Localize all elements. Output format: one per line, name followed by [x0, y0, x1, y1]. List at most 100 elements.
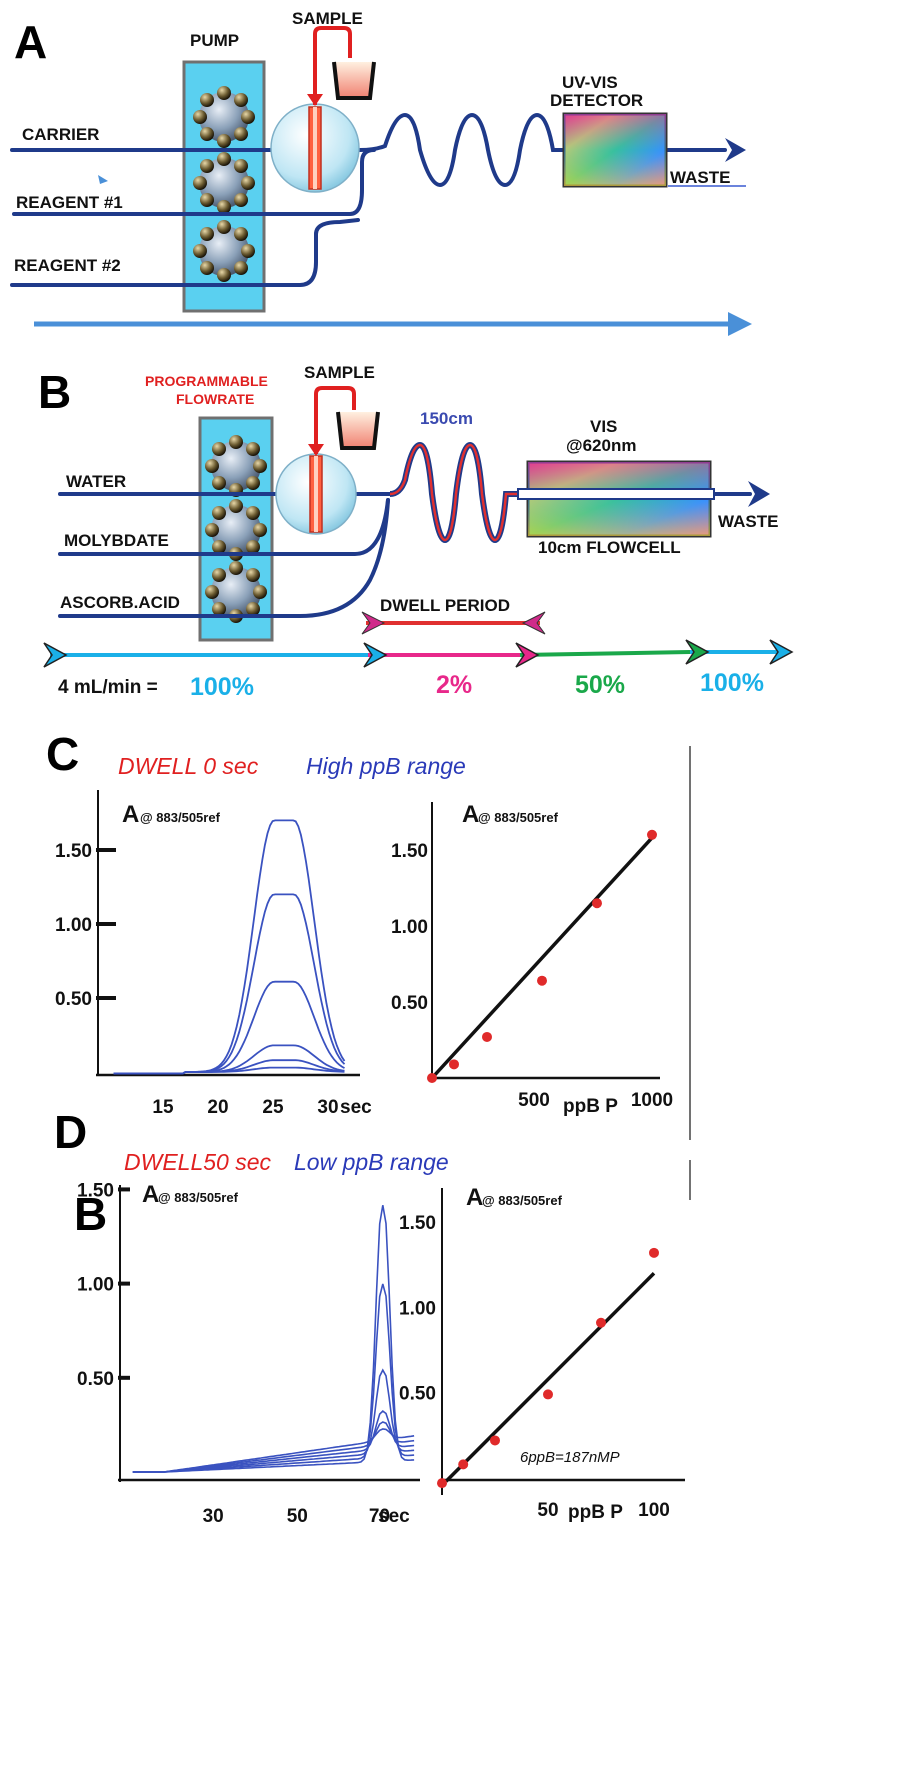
timeline-segment-3 [519, 650, 691, 657]
y-axis-label-sub: @ 883/505ref [140, 810, 221, 825]
x-unit: sec [378, 1506, 410, 1527]
flowcell-tube [517, 488, 715, 500]
sample-arrow-icon [307, 94, 323, 106]
panel-c: C DWELL 0 sec High ppB range A @ 883/505… [46, 728, 691, 1140]
flowrate-label-2: FLOWRATE [176, 391, 254, 407]
rate-prefix: 4 mL/min = [58, 677, 158, 698]
y-tick-label: 1.50 [391, 841, 428, 862]
pointer-icon [98, 175, 108, 184]
x-tick-label: 70 [369, 1506, 390, 1527]
panel-d: D DWELL50 sec Low ppB range B A @ 883/50… [54, 1106, 691, 1527]
y-tick-label: 1.00 [391, 917, 428, 938]
panel-b: B PROGRAMMABLE FLOWRATE SAMPLE 150cm VIS… [38, 363, 794, 701]
range-d: Low ppB range [294, 1149, 449, 1175]
line-label-ascorbic: ASCORB.ACID [60, 593, 180, 612]
pump-head-icon [193, 220, 255, 282]
panel-d-letter: D [54, 1106, 87, 1158]
panel-c-letter: C [46, 728, 79, 780]
time-arrow-head-icon [728, 312, 752, 336]
x-tick-label: 1000 [631, 1090, 673, 1111]
data-point [449, 1059, 459, 1070]
annotation: 6ppB=187nMP [520, 1449, 620, 1466]
y-tick-label: 0.50 [77, 1369, 114, 1390]
y-axis-label-sub: @ 883/505ref [478, 810, 559, 825]
line-label-reagent-1: REAGENT #1 [16, 193, 123, 212]
y-axis-label-main: A [462, 801, 479, 828]
x-tick-label: 100 [638, 1500, 670, 1521]
x-unit: ppB P [563, 1096, 618, 1117]
data-point [649, 1247, 659, 1258]
x-unit: ppB P [568, 1502, 623, 1523]
timeline-arrow-icon [43, 642, 68, 668]
sample-cup-icon [336, 411, 380, 450]
coil-label: 150cm [420, 409, 473, 428]
y-tick-label: 0.50 [399, 1384, 436, 1405]
data-point [592, 898, 602, 909]
pump-head-icon [205, 499, 267, 561]
data-point [482, 1031, 492, 1042]
y-axis-label-main: A [466, 1184, 483, 1211]
y-axis-label-main: A [142, 1181, 159, 1208]
rate-100-start: 100% [190, 673, 254, 701]
x-tick-label: 15 [152, 1097, 174, 1118]
pump-label: PUMP [190, 31, 239, 50]
sample-label-b: SAMPLE [304, 363, 375, 382]
ghost-letter: B [74, 1188, 107, 1240]
rate-50: 50% [575, 671, 625, 699]
dwell-label: DWELL PERIOD [380, 596, 510, 615]
line-label-molybdate: MOLYBDATE [64, 531, 169, 550]
y-tick-label: 1.00 [399, 1298, 436, 1319]
y-axis-label-sub: @ 883/505ref [482, 1193, 563, 1208]
timeline-arrow-icon [685, 639, 710, 665]
line-label-reagent-2: REAGENT #2 [14, 256, 121, 275]
detector-label-2: DETECTOR [550, 91, 643, 110]
peak-chart-d: A @ 883/505ref 0.50 1.00 1.50 30 50 70 sec [77, 1180, 420, 1527]
flow-arrow-icon [725, 138, 746, 162]
y-axis-label-main: A [122, 801, 139, 828]
waste-label-b: WASTE [718, 512, 778, 531]
x-tick-label: 25 [262, 1097, 284, 1118]
dwell-c: DWELL 0 sec [118, 753, 259, 779]
x-unit: sec [340, 1097, 372, 1118]
rate-100-end: 100% [700, 669, 764, 697]
panel-a: A PUMP SAMPLE UV-VIS DETECTOR WASTE CARR… [10, 9, 752, 336]
sample-arrow-icon [308, 444, 324, 456]
x-tick-label: 30 [203, 1506, 224, 1527]
y-tick-label: 1.00 [77, 1275, 114, 1296]
data-point [427, 1073, 437, 1083]
timeline-arrow-icon [769, 639, 794, 665]
y-axis-label-sub: @ 883/505ref [158, 1190, 239, 1205]
y-tick-label: 0.50 [55, 989, 92, 1010]
y-tick-label: 1.50 [77, 1180, 114, 1201]
data-point [437, 1478, 447, 1489]
line-label-water: WATER [66, 472, 126, 491]
data-point [458, 1459, 469, 1470]
timeline-arrow-icon [363, 642, 388, 668]
dwell-start-icon [361, 611, 386, 635]
dwell-end-icon [521, 611, 546, 635]
y-tick-label: 1.50 [55, 841, 92, 862]
peak-trace [113, 893, 346, 1075]
line-label-carrier: CARRIER [22, 125, 99, 144]
flowcell-label: 10cm FLOWCELL [538, 538, 681, 557]
detector-label-1: UV-VIS [562, 73, 618, 92]
data-point [543, 1389, 553, 1400]
calibration-chart-c: A @ 883/505ref 0.50 1.00 1.50 500 1000 ppB … [391, 801, 673, 1117]
timeline-arrow-icon [515, 642, 540, 668]
flowrate-label-1: PROGRAMMABLE [145, 373, 268, 389]
fit-line [444, 1272, 656, 1483]
peak-trace [113, 819, 346, 1075]
sample-label: SAMPLE [292, 9, 363, 28]
waste-label: WASTE [670, 168, 730, 187]
x-tick-label: 500 [518, 1090, 550, 1111]
x-tick-label: 50 [287, 1506, 308, 1527]
peak-trace [132, 1283, 415, 1473]
peak-trace [113, 1066, 345, 1075]
data-point [537, 975, 547, 986]
data-point [490, 1435, 500, 1446]
pump-head-icon [193, 152, 255, 214]
y-tick-label: 0.50 [391, 993, 428, 1014]
